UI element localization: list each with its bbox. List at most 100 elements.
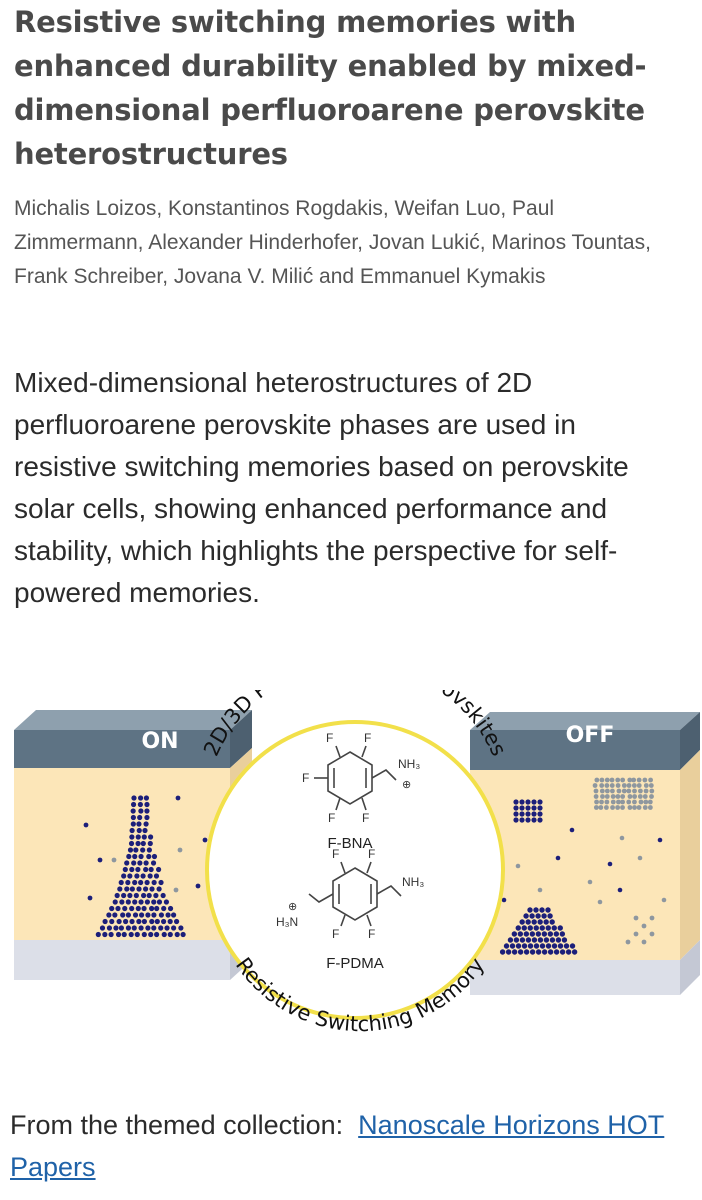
- on-device-slab: ON: [14, 710, 252, 980]
- ion-dot: [142, 886, 149, 892]
- vacancy-dot: [616, 788, 622, 794]
- ion-dot: [143, 860, 149, 866]
- vacancy-dot: [615, 777, 621, 783]
- vacancy-dot: [598, 805, 604, 810]
- charge-icon: ⊕: [288, 901, 297, 913]
- ion-dot: [128, 840, 135, 847]
- ion-dot: [563, 943, 570, 949]
- ion-dot: [129, 866, 135, 873]
- ion-dot: [129, 905, 135, 912]
- ion-dot: [167, 905, 174, 912]
- ion-dot: [559, 949, 566, 955]
- vacancy-dot: [638, 788, 643, 794]
- ion-dot: [519, 937, 526, 943]
- ion-dot: [136, 821, 142, 827]
- ion-dot: [535, 931, 542, 937]
- ion-dot: [156, 899, 163, 905]
- vacancy-dot: [649, 794, 654, 799]
- ion-dot: [115, 905, 121, 912]
- ion-dot: [657, 837, 663, 843]
- vacancy-dot: [619, 835, 625, 841]
- vacancy-dot: [594, 799, 599, 805]
- ion-dot: [127, 847, 134, 853]
- ion-dot: [125, 899, 131, 905]
- vacancy-dot: [626, 788, 632, 794]
- vacancy-dot: [633, 915, 639, 921]
- ion-dot: [136, 827, 142, 834]
- vacancy-dot: [638, 799, 644, 805]
- ion-dot: [161, 918, 167, 925]
- ion-dot: [535, 913, 541, 919]
- molecule-f-pdma: [308, 861, 402, 927]
- off-label: OFF: [566, 723, 615, 748]
- ion-dot: [525, 817, 531, 823]
- ion-dot: [138, 899, 144, 905]
- ion-dot: [551, 925, 557, 931]
- ion-dot: [547, 949, 554, 955]
- ion-dot: [126, 853, 132, 860]
- ion-dot: [161, 905, 167, 912]
- vacancy-dot: [604, 783, 610, 788]
- ion-dot: [525, 811, 531, 817]
- ion-dot: [537, 799, 543, 805]
- article-authors: Michalis Loizos, Konstantinos Rogdakis, …: [14, 197, 651, 288]
- ion-dot: [116, 918, 122, 925]
- ion-dot: [561, 937, 568, 943]
- ion-dot: [555, 855, 561, 861]
- ion-dot: [102, 918, 108, 925]
- ion-dot: [515, 943, 522, 949]
- molecule2-name: F-PDMA: [326, 955, 384, 972]
- ion-dot: [557, 943, 564, 949]
- ion-dot: [521, 943, 528, 949]
- ion-dot: [131, 795, 137, 801]
- ion-dot: [617, 887, 623, 893]
- vacancy-dot: [627, 777, 633, 783]
- ion-dot: [109, 905, 115, 912]
- ion-dot: [146, 847, 152, 853]
- ion-dot: [531, 799, 537, 805]
- ion-dot: [202, 837, 208, 843]
- ion-dot: [513, 811, 519, 817]
- ion-dot: [122, 866, 128, 873]
- ion-dot: [147, 873, 153, 879]
- ion-dot: [158, 925, 164, 931]
- ion-dot: [519, 799, 525, 805]
- ion-dot: [121, 892, 127, 899]
- ion-dot: [132, 912, 139, 918]
- ion-dot: [140, 840, 146, 847]
- ion-dot: [135, 905, 141, 912]
- ion-dot: [118, 879, 124, 886]
- article-title: Resistive switching memories with enhanc…: [14, 5, 647, 171]
- ion-dot: [553, 931, 560, 937]
- graphical-abstract: ON OFF 2D/3D Perfluoroarene Perovskites …: [14, 690, 700, 1036]
- ion-dot: [106, 912, 112, 918]
- ion-dot: [148, 931, 154, 938]
- vacancy-dot: [593, 788, 599, 794]
- vacancy-dot: [643, 783, 649, 788]
- ion-dot: [513, 799, 519, 805]
- ion-dot: [537, 811, 543, 817]
- themed-collection-note: From the themed collection: Nanoscale Ho…: [10, 1104, 690, 1188]
- ion-dot: [525, 919, 531, 925]
- atom-f: F: [362, 811, 369, 825]
- ion-dot: [499, 949, 506, 955]
- vacancy-dot: [632, 794, 638, 799]
- ion-dot: [519, 805, 525, 811]
- ion-dot: [529, 931, 536, 937]
- ion-dot: [136, 918, 142, 925]
- ion-dot: [154, 918, 160, 925]
- ion-dot: [146, 892, 152, 899]
- vacancy-dot: [594, 777, 600, 783]
- collection-link[interactable]: Nanoscale Horizons HOT Papers: [10, 1110, 665, 1182]
- ion-dot: [97, 857, 103, 863]
- ion-dot: [525, 805, 531, 811]
- molecule1-name: F-BNA: [328, 835, 373, 852]
- ion-dot: [134, 931, 140, 938]
- ion-dot: [137, 860, 143, 866]
- atom-f: F: [364, 731, 371, 745]
- vacancy-dot: [173, 887, 179, 893]
- ion-dot: [128, 931, 134, 938]
- ion-dot: [178, 925, 184, 931]
- ion-dot: [118, 925, 125, 931]
- ion-dot: [140, 847, 146, 853]
